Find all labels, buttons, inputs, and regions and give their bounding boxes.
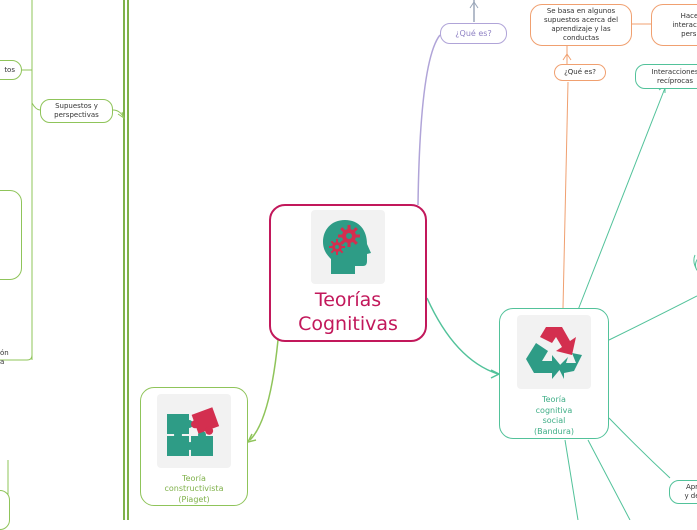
recycle-icon — [526, 327, 582, 379]
central-node[interactable]: Teorías Cognitivas — [269, 204, 427, 342]
central-image — [311, 210, 385, 284]
bandura-image — [517, 315, 591, 389]
piaget-image — [157, 394, 231, 468]
piaget-card[interactable]: Teoría constructivista (Piaget) — [140, 387, 248, 506]
supuestos-node[interactable]: Supuestos y perspectivas — [40, 99, 113, 123]
bandura-que-es-node[interactable]: ¿Qué es? — [554, 64, 606, 81]
supuestos-label: Supuestos y perspectivas — [54, 102, 99, 119]
left-node-top[interactable]: tos — [0, 60, 22, 80]
se-basa-label: Se basa en algunos supuestos acerca del … — [543, 7, 619, 42]
que-es-node[interactable]: ¿Qué es? — [440, 23, 507, 44]
que-es-label: ¿Qué es? — [455, 29, 492, 38]
head-gears-icon — [323, 220, 371, 274]
left-card-fragment[interactable] — [0, 190, 22, 280]
left-node-top-text: tos — [4, 66, 15, 74]
aprend-label: Apr y de — [684, 483, 697, 500]
interacciones-node[interactable]: Interacciones recíprocas — [635, 64, 697, 89]
left-node-bottom[interactable] — [0, 490, 10, 530]
puzzle-icon — [167, 407, 220, 456]
bandura-caption: Teoría cognitiva social (Bandura) — [533, 395, 575, 436]
central-title: Teorías Cognitivas — [298, 289, 398, 335]
aprend-node[interactable]: Apr y de — [669, 480, 697, 504]
hace-label: Hace r interacc de pers y — [672, 11, 697, 38]
left-node-mid-text: ón a — [0, 349, 9, 366]
hace-node[interactable]: Hace r interacc de pers y — [651, 4, 697, 46]
interacciones-label: Interacciones recíprocas — [651, 67, 697, 85]
piaget-caption: Teoría constructivista (Piaget) — [164, 473, 224, 504]
se-basa-node[interactable]: Se basa en algunos supuestos acerca del … — [530, 4, 632, 46]
bandura-card[interactable]: Teoría cognitiva social (Bandura) — [499, 308, 609, 439]
bandura-que-es-label: ¿Qué es? — [564, 68, 596, 76]
